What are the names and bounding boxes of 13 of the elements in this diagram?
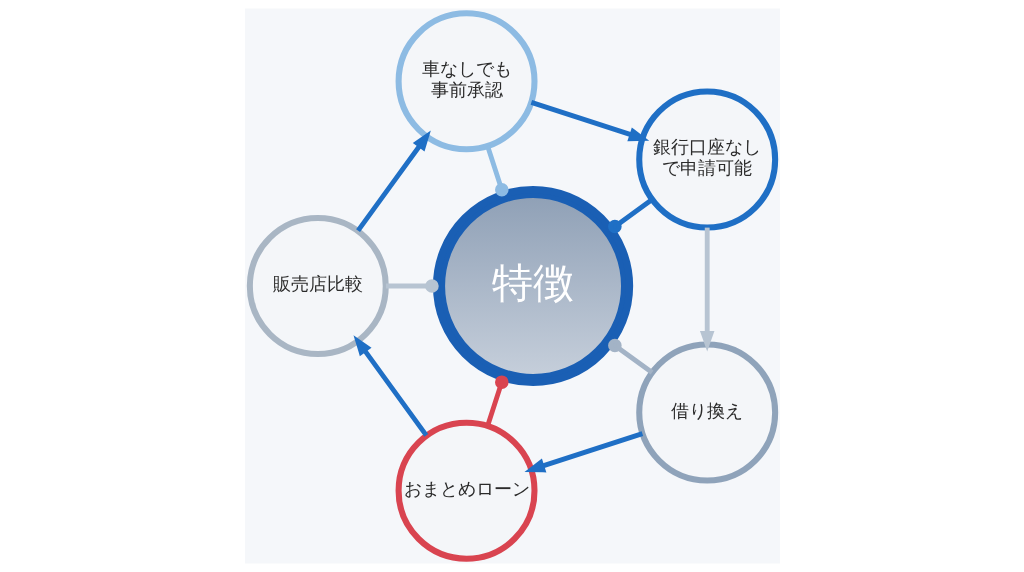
connector <box>484 145 509 197</box>
arrow <box>530 100 649 142</box>
arrow <box>355 130 431 233</box>
arrow <box>523 431 643 473</box>
connector <box>484 375 509 427</box>
connector <box>607 197 653 234</box>
node-circle: 銀行口座なしで申請可能 <box>635 88 778 231</box>
arrow <box>353 335 428 437</box>
arrow <box>699 227 714 352</box>
connector <box>607 338 654 375</box>
connector <box>385 279 439 293</box>
node-circle: おまとめローン <box>395 419 538 562</box>
node-circle: 借り換え <box>635 341 778 484</box>
